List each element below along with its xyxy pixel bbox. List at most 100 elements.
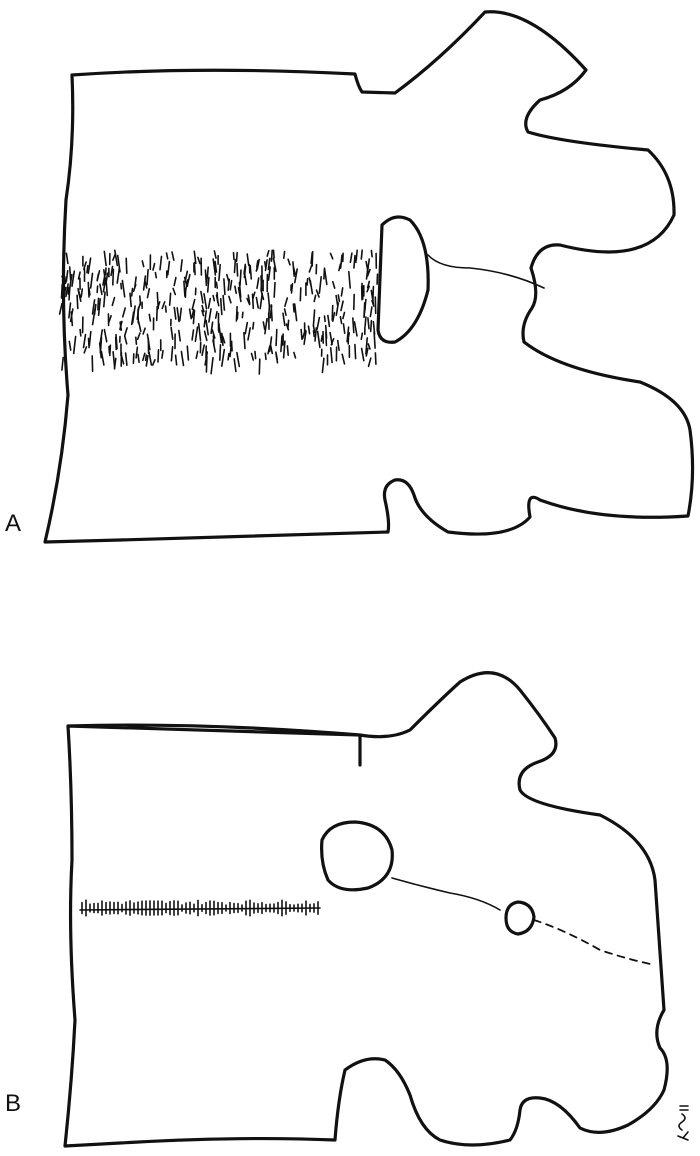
hatch-stroke bbox=[237, 353, 239, 367]
hatch-stroke bbox=[158, 350, 159, 362]
hatch-stroke bbox=[145, 280, 147, 288]
hatch-stroke bbox=[370, 307, 372, 316]
hatch-stroke bbox=[228, 279, 229, 290]
panel-a-vertebra-outline bbox=[45, 12, 693, 542]
hatch-stroke bbox=[199, 324, 201, 341]
hatch-stroke bbox=[180, 308, 182, 320]
hatch-stroke bbox=[69, 341, 70, 350]
hatch-stroke bbox=[341, 255, 342, 268]
hatch-stroke bbox=[147, 270, 148, 285]
hatch-stroke bbox=[328, 316, 330, 327]
hatch-stroke bbox=[362, 348, 364, 360]
hatch-stroke bbox=[104, 292, 105, 307]
hatch-stroke bbox=[134, 285, 136, 292]
hatch-stroke bbox=[266, 260, 268, 271]
hatch-stroke bbox=[234, 253, 235, 260]
hatch-stroke bbox=[336, 303, 338, 315]
hatch-stroke bbox=[216, 282, 217, 288]
hatch-stroke bbox=[253, 323, 254, 329]
hatch-stroke bbox=[374, 332, 375, 348]
hatch-stroke bbox=[148, 289, 150, 298]
hatch-stroke bbox=[261, 276, 262, 290]
hatch-stroke bbox=[153, 264, 155, 270]
hatch-stroke bbox=[115, 250, 118, 265]
hatch-stroke bbox=[300, 288, 301, 301]
hatch-stroke bbox=[195, 327, 197, 341]
hatch-stroke bbox=[315, 328, 316, 341]
hatch-stroke bbox=[322, 358, 324, 372]
hatch-stroke bbox=[274, 283, 275, 298]
hatch-stroke bbox=[232, 343, 233, 351]
hatch-stroke bbox=[325, 316, 326, 321]
hatch-stroke bbox=[62, 285, 63, 299]
hatch-stroke bbox=[342, 354, 344, 364]
hatch-stroke bbox=[260, 294, 262, 309]
hatch-stroke bbox=[125, 328, 127, 336]
hatch-stroke bbox=[256, 298, 258, 309]
hatch-stroke bbox=[375, 353, 376, 364]
panel-label-a: A bbox=[5, 512, 21, 536]
hatch-stroke bbox=[213, 296, 214, 301]
hatch-stroke bbox=[317, 290, 320, 297]
hatch-stroke bbox=[369, 358, 371, 366]
hatch-stroke bbox=[91, 273, 93, 288]
hatch-stroke bbox=[80, 330, 81, 336]
hatch-stroke bbox=[336, 296, 338, 306]
hatch-stroke bbox=[206, 320, 208, 334]
panel-label-b: B bbox=[5, 1092, 21, 1116]
hatch-stroke bbox=[235, 286, 236, 293]
hatch-stroke bbox=[235, 260, 236, 273]
hatch-stroke bbox=[112, 298, 114, 306]
hatch-stroke bbox=[339, 264, 341, 270]
hatch-stroke bbox=[171, 327, 173, 339]
hatch-stroke bbox=[66, 253, 68, 263]
hatch-stroke bbox=[77, 295, 78, 308]
hatch-stroke bbox=[245, 323, 247, 334]
hatch-stroke bbox=[255, 352, 256, 359]
panel-b-foramen bbox=[322, 822, 393, 890]
hatch-stroke bbox=[214, 251, 216, 258]
hatch-stroke bbox=[143, 353, 145, 360]
hatch-stroke bbox=[100, 284, 102, 294]
hatch-stroke bbox=[276, 330, 277, 346]
panel-a-fissure-line bbox=[428, 255, 544, 288]
hatch-stroke bbox=[168, 262, 170, 275]
hatch-stroke bbox=[116, 335, 117, 349]
hatch-stroke bbox=[259, 359, 260, 374]
hatch-stroke bbox=[257, 278, 259, 288]
hatch-stroke bbox=[88, 282, 89, 297]
hatch-stroke bbox=[227, 275, 229, 281]
hatch-stroke bbox=[333, 282, 335, 288]
hatch-stroke bbox=[224, 279, 225, 295]
hatch-stroke bbox=[149, 314, 150, 321]
panel-a-hatching bbox=[60, 250, 378, 374]
hatch-stroke bbox=[325, 268, 327, 284]
hatch-stroke bbox=[230, 281, 231, 290]
hatch-stroke bbox=[190, 309, 192, 318]
panel-b-fissure-line bbox=[392, 878, 500, 910]
hatch-stroke bbox=[205, 270, 206, 285]
hatch-stroke bbox=[355, 322, 358, 336]
hatch-stroke bbox=[295, 304, 297, 321]
hatch-stroke bbox=[87, 266, 88, 273]
hatch-stroke bbox=[356, 250, 357, 260]
hatch-stroke bbox=[204, 294, 207, 309]
hatch-stroke bbox=[209, 299, 211, 309]
hatch-stroke bbox=[263, 322, 264, 329]
hatch-stroke bbox=[312, 252, 313, 266]
hatch-stroke bbox=[248, 328, 250, 340]
hatch-stroke bbox=[274, 250, 275, 257]
hatch-stroke bbox=[217, 293, 218, 302]
hatch-stroke bbox=[373, 287, 374, 303]
hatch-stroke bbox=[228, 354, 229, 360]
hatch-stroke bbox=[341, 301, 343, 310]
hatch-stroke bbox=[365, 317, 366, 326]
hatch-stroke bbox=[294, 353, 296, 358]
hatch-stroke bbox=[223, 296, 224, 311]
hatch-stroke bbox=[219, 265, 220, 281]
hatch-stroke bbox=[196, 351, 198, 358]
hatch-stroke bbox=[253, 292, 255, 298]
hatch-stroke bbox=[160, 256, 162, 269]
hatch-stroke bbox=[350, 253, 352, 262]
hatch-stroke bbox=[343, 313, 345, 319]
